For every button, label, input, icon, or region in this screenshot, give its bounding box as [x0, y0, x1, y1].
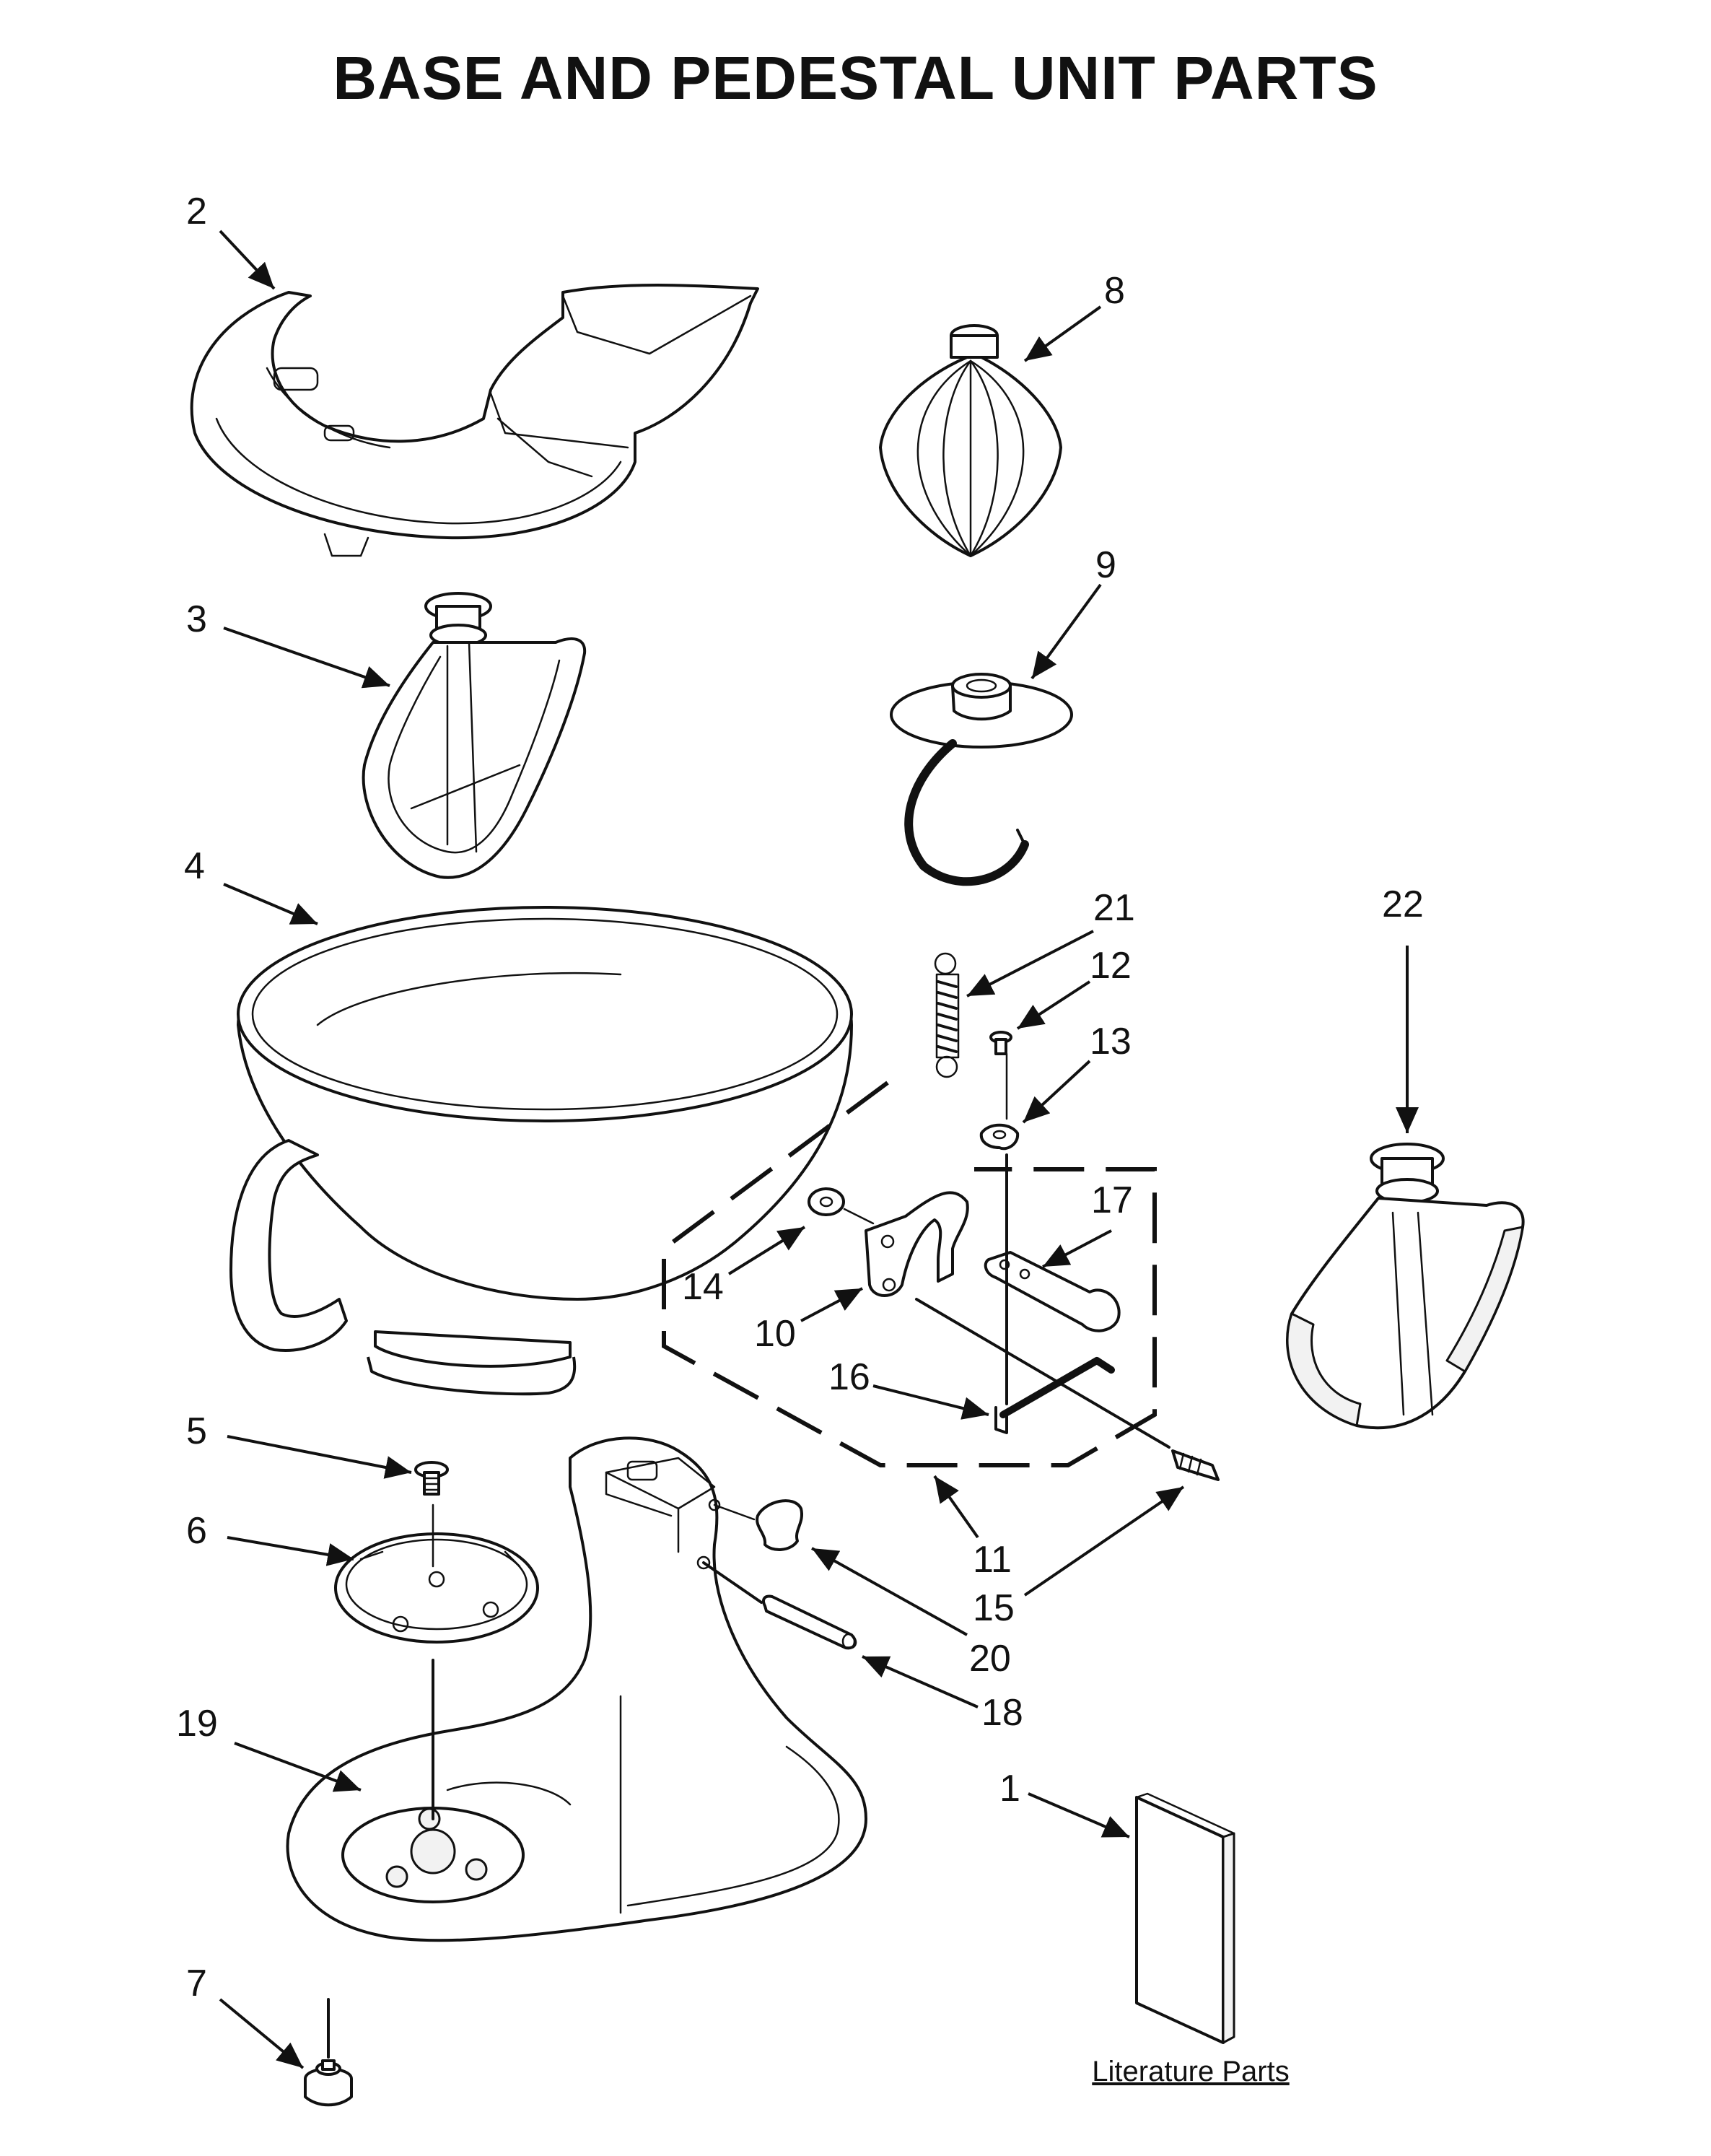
part-washer-13[interactable]	[979, 1123, 1020, 1151]
callout-11: 11	[973, 1539, 1012, 1581]
callout-leaders	[219, 230, 1419, 2069]
callout-numbers: 2 3 4 5 6 7 19 8 9 21 12 13 14 10 16 17 …	[176, 191, 1424, 2004]
part-dough-hook[interactable]	[890, 673, 1073, 886]
part-washer-14[interactable]	[808, 1187, 845, 1216]
callout-7: 7	[186, 1963, 207, 2004]
part-clip[interactable]	[756, 1499, 804, 1551]
part-flat-beater[interactable]	[362, 592, 587, 879]
part-spring[interactable]	[934, 952, 960, 1078]
callout-21: 21	[1093, 887, 1135, 929]
callout-17: 17	[1091, 1179, 1133, 1221]
part-foot[interactable]	[304, 2059, 353, 2107]
callout-8: 8	[1104, 270, 1125, 312]
literature-parts-caption[interactable]: Literature Parts	[1092, 2056, 1290, 2087]
callout-22: 22	[1382, 883, 1424, 925]
part-literature[interactable]	[1135, 1792, 1235, 2044]
part-screw[interactable]	[414, 1461, 449, 1496]
callout-1: 1	[999, 1768, 1020, 1810]
part-flex-edge-beater[interactable]	[1286, 1143, 1525, 1430]
callout-9: 9	[1095, 544, 1116, 586]
part-wire-whip[interactable]	[879, 324, 1062, 557]
part-hinge-pin[interactable]	[762, 1594, 857, 1650]
part-base-plate[interactable]	[334, 1532, 539, 1644]
callout-18: 18	[981, 1692, 1023, 1734]
alignment-lines	[327, 1052, 1170, 2059]
part-threaded-pin[interactable]	[1171, 1449, 1220, 1481]
hinge-assembly-box	[662, 1081, 1157, 1467]
part-lock-lever[interactable]	[865, 1191, 969, 1297]
callout-4: 4	[184, 845, 205, 887]
callout-3: 3	[186, 598, 207, 640]
callout-19: 19	[176, 1703, 218, 1745]
callout-16: 16	[828, 1356, 870, 1398]
callout-10: 10	[754, 1313, 796, 1355]
callout-14: 14	[682, 1266, 724, 1308]
part-mixing-bowl[interactable]	[229, 906, 853, 1396]
page-title: BASE AND PEDESTAL UNIT PARTS	[333, 44, 1378, 112]
part-pin[interactable]	[994, 1357, 1115, 1434]
callout-2: 2	[186, 191, 207, 232]
callout-12: 12	[1090, 945, 1132, 987]
part-hinge-screw[interactable]	[989, 1031, 1012, 1055]
part-pouring-shield[interactable]	[190, 284, 759, 557]
callout-20: 20	[969, 1638, 1011, 1680]
callout-15: 15	[973, 1587, 1015, 1629]
callout-5: 5	[186, 1410, 207, 1452]
callout-13: 13	[1090, 1021, 1132, 1062]
part-lever-arm[interactable]	[984, 1251, 1121, 1332]
callout-6: 6	[186, 1510, 207, 1552]
